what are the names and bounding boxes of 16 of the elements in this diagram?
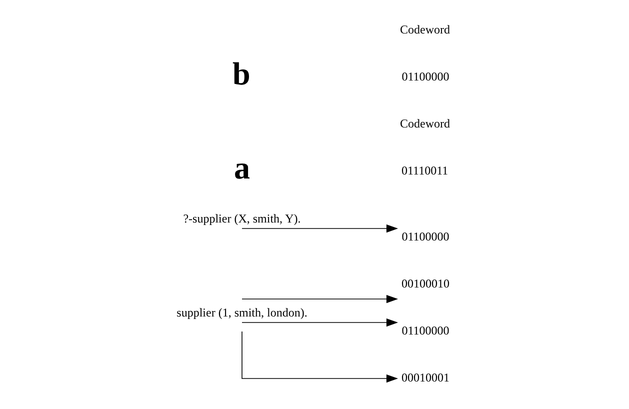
node-text: supplier (1, smith, london). — [176, 306, 308, 320]
label: 01100000 — [402, 70, 450, 84]
node-text: 01100000 — [402, 230, 450, 244]
label: Codeword — [400, 22, 450, 37]
label: b — [232, 56, 250, 92]
label: 01110011 — [402, 164, 448, 178]
label: a — [234, 150, 250, 186]
arrow — [242, 318, 398, 327]
arrow — [242, 294, 398, 304]
arrow — [242, 224, 398, 233]
node-text: 01100000 — [402, 324, 450, 338]
node-text: ?-supplier (X, smith, Y). — [183, 212, 301, 226]
node-text: 00100010 — [402, 276, 450, 291]
node-text: 00010001 — [402, 370, 450, 385]
label: Codeword — [400, 116, 450, 131]
arrow — [242, 331, 398, 383]
